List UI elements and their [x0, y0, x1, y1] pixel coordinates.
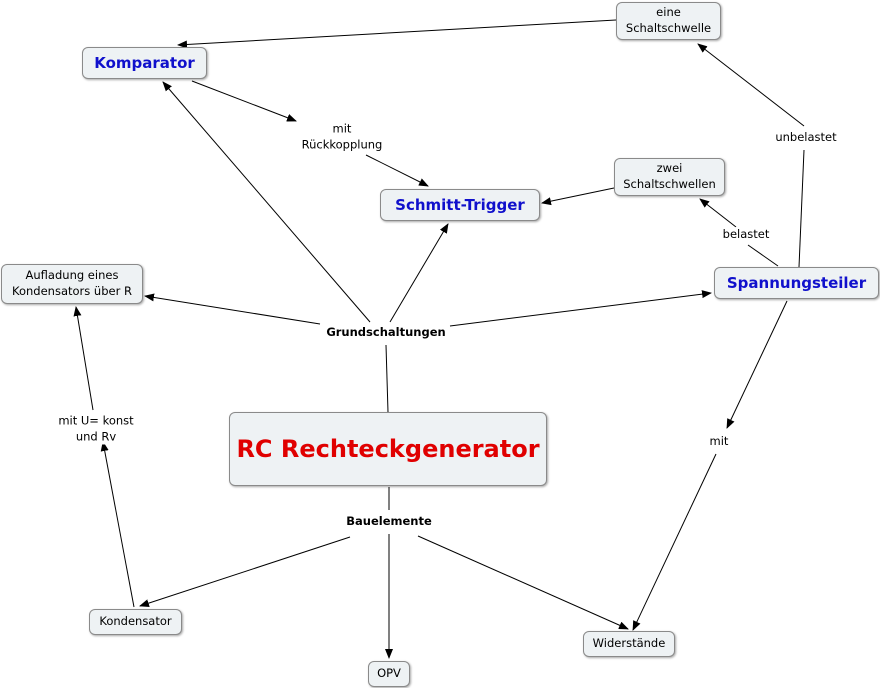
- link-grund-spannungsteiler: [449, 290, 712, 327]
- link-eine-komparator: [177, 19, 617, 49]
- link-mitu-aufladung: [73, 306, 94, 411]
- link-bauelemente-kondensator: [139, 536, 351, 607]
- link-label-mit-rueckkopplung: mit Rückkopplung: [299, 121, 385, 153]
- node-spannungsteiler-label: Spannungsteiler: [726, 274, 867, 292]
- node-rc-rechteckgenerator-label: RC Rechteckgenerator: [236, 435, 540, 463]
- node-schmitt-trigger[interactable]: Schmitt-Trigger: [380, 189, 540, 221]
- node-zwei-schaltschwellen[interactable]: zwei Schaltschwellen: [614, 158, 725, 196]
- link-label-mit-u-konst: mit U= konst und Rv: [56, 413, 136, 445]
- node-kondensator-label: Kondensator: [99, 614, 172, 629]
- link-grund-schmitt: [389, 223, 449, 323]
- link-mit-schmitt: [365, 154, 429, 187]
- node-opv[interactable]: OPV: [368, 661, 410, 687]
- node-rc-rechteckgenerator[interactable]: RC Rechteckgenerator: [229, 412, 547, 486]
- link-main-grundschaltungen: [385, 344, 389, 413]
- node-zwei-schaltschwellen-label: zwei Schaltschwellen: [623, 161, 716, 191]
- link-grund-aufladung: [144, 293, 321, 325]
- node-spannungsteiler[interactable]: Spannungsteiler: [714, 267, 879, 299]
- link-label-mit: mit: [707, 434, 731, 450]
- link-kondensator-mitu: [100, 441, 135, 608]
- link-unbelastet-eine: [697, 43, 805, 127]
- node-opv-label: OPV: [377, 666, 401, 681]
- link-spannungsteiler-unbelastet: [798, 149, 805, 268]
- link-zwei-schmitt: [541, 187, 615, 206]
- node-aufladung[interactable]: Aufladung eines Kondensators über R: [1, 264, 143, 304]
- link-label-belastet: belastet: [720, 227, 772, 243]
- link-spannungsteiler-mit: [726, 300, 788, 429]
- link-spannungsteiler-belastet: [747, 244, 779, 267]
- link-label-grundschaltungen: Grundschaltungen: [324, 325, 448, 341]
- link-grund-komparator: [162, 81, 371, 323]
- node-widerstaende-label: Widerstände: [592, 636, 666, 651]
- node-kondensator[interactable]: Kondensator: [89, 609, 182, 635]
- link-label-bauelemente: Bauelemente: [344, 514, 434, 530]
- node-komparator-label: Komparator: [94, 54, 195, 72]
- link-komparator-mit: [191, 80, 297, 122]
- node-schmitt-trigger-label: Schmitt-Trigger: [395, 196, 525, 214]
- node-eine-schaltschwelle[interactable]: eine Schaltschwelle: [616, 2, 721, 40]
- link-belastet-zwei: [699, 198, 737, 228]
- node-aufladung-label: Aufladung eines Kondensators über R: [12, 268, 132, 298]
- node-eine-schaltschwelle-label: eine Schaltschwelle: [625, 5, 712, 35]
- link-mit-widerstaende: [632, 453, 717, 631]
- link-label-unbelastet: unbelastet: [773, 130, 839, 146]
- link-bauelemente-widerstaende: [417, 535, 629, 630]
- node-widerstaende[interactable]: Widerstände: [583, 631, 675, 657]
- node-komparator[interactable]: Komparator: [82, 47, 207, 79]
